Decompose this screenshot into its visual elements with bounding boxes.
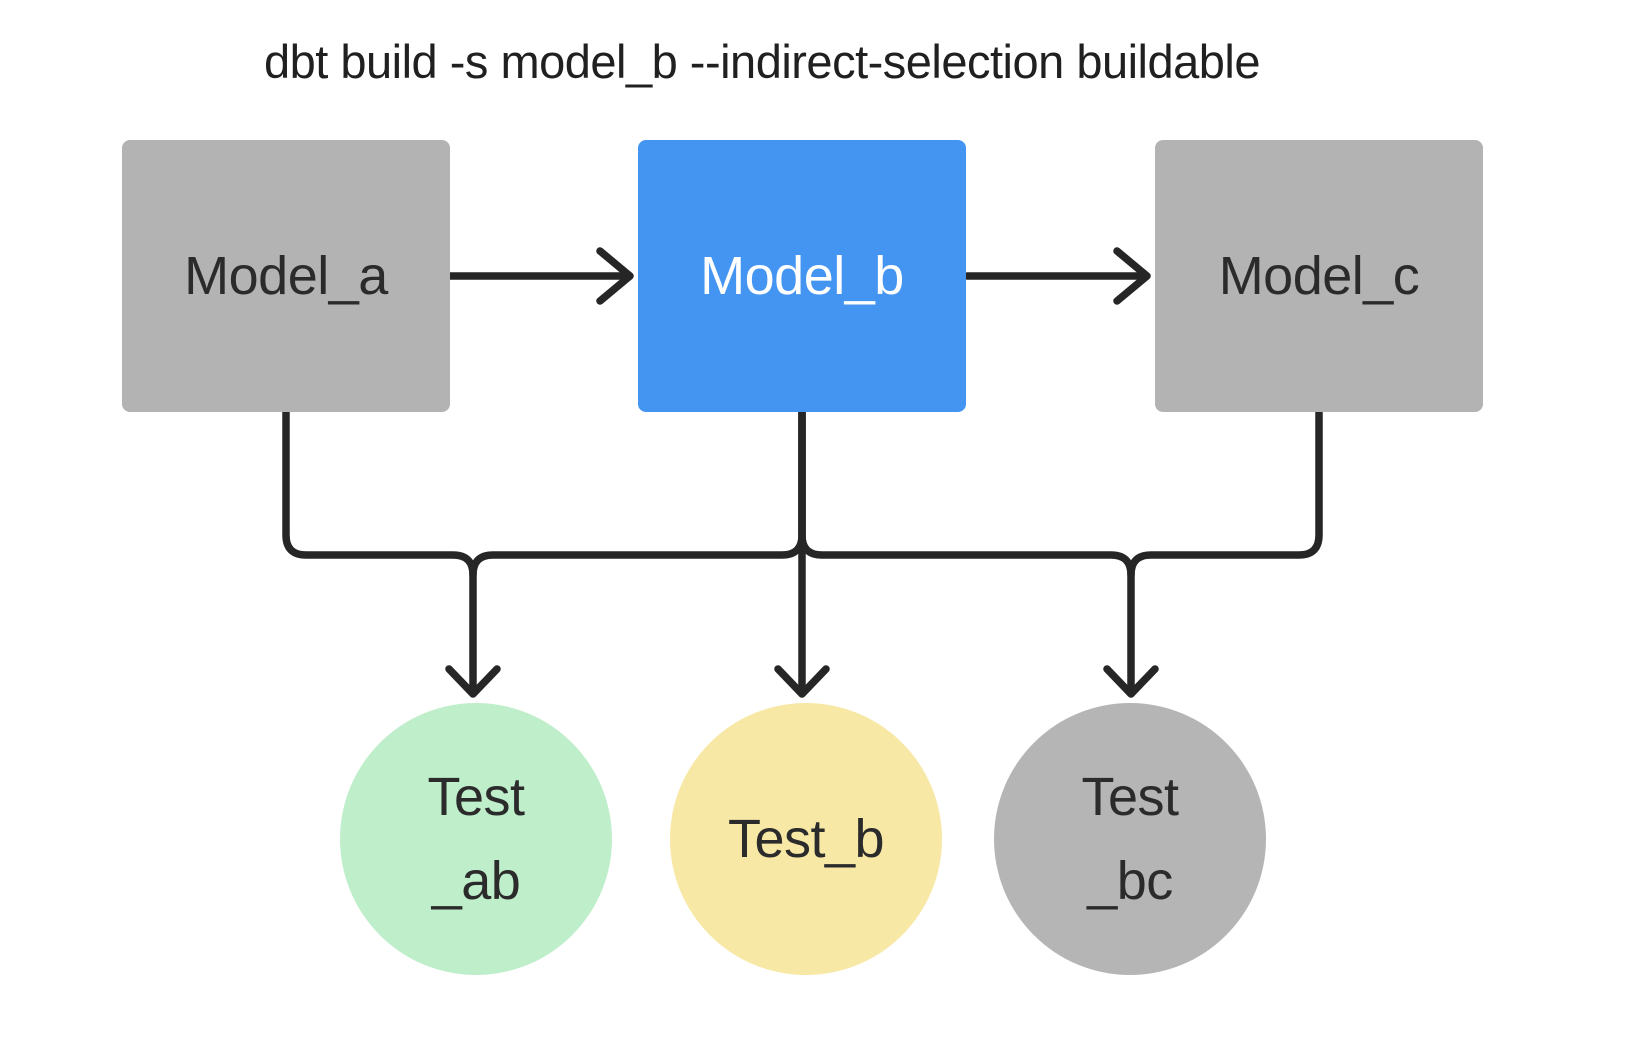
node-model-a: Model_a <box>122 140 450 412</box>
arrowhead-down-test-bc <box>1103 665 1159 698</box>
node-test-b: Test_b <box>670 703 942 975</box>
node-model-b-label: Model_b <box>700 246 904 306</box>
node-model-c: Model_c <box>1155 140 1483 412</box>
edge-model-a-to-test-ab <box>282 408 477 690</box>
edge-model-c-to-test-bc <box>1127 408 1323 579</box>
edge-group <box>282 247 1323 698</box>
node-test-ab-label: Test _ab <box>427 767 525 911</box>
arrowhead-right-model-b <box>596 247 634 305</box>
edge-model-b-to-test-bc <box>798 408 1135 690</box>
node-test-bc-label: Test _bc <box>1081 767 1179 911</box>
arrowhead-down-test-b <box>774 665 830 698</box>
node-model-b: Model_b <box>638 140 966 412</box>
edge-model-b-to-test-ab <box>469 408 806 579</box>
node-model-c-label: Model_c <box>1218 246 1420 306</box>
node-test-ab: Test _ab <box>340 703 612 975</box>
node-test-bc: Test _bc <box>994 703 1266 975</box>
node-test-b-label: Test_b <box>727 809 885 869</box>
command-title: dbt build -s model_b --indirect-selectio… <box>264 35 1261 88</box>
arrowhead-right-model-c <box>1113 247 1151 305</box>
arrowhead-down-test-ab <box>445 665 501 698</box>
node-model-a-label: Model_a <box>184 246 388 306</box>
